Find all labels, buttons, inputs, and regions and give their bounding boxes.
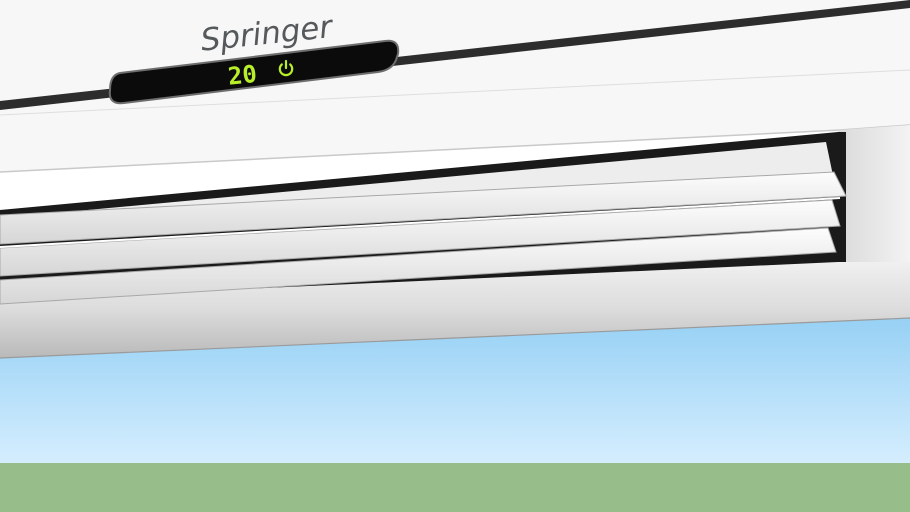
louver-highlight — [0, 197, 841, 248]
bottom-panel-edge — [0, 317, 910, 359]
unit-bottom-panel — [0, 250, 910, 358]
temperature-readout: 20 — [227, 60, 259, 91]
louver-3 — [0, 227, 837, 305]
ground — [0, 463, 910, 512]
power-icon[interactable] — [278, 59, 294, 77]
unit-side-cap — [838, 125, 910, 262]
display-panel: 20 — [108, 39, 400, 105]
unit-top-cover — [0, 0, 910, 172]
louver-1 — [0, 171, 847, 245]
upper-seam — [0, 69, 910, 116]
louver-2 — [0, 199, 841, 277]
